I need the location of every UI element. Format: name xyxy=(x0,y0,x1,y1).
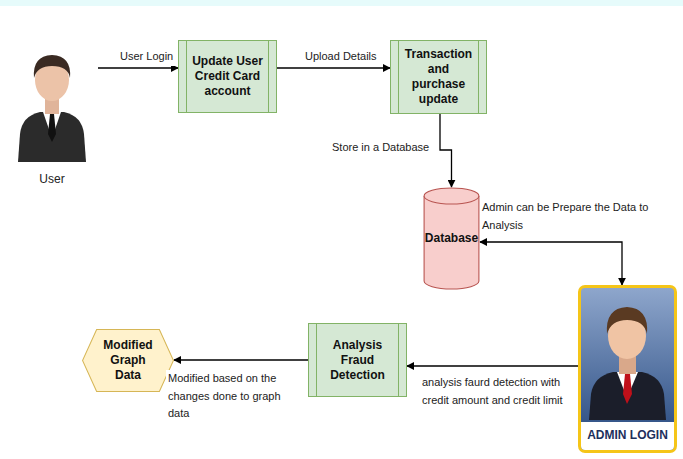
flow-arrow xyxy=(98,67,178,68)
edge-label: Modified based on the changes done to gr… xyxy=(166,370,306,423)
edge-label: analysis faurd detection with credit amo… xyxy=(420,374,576,409)
edge-label: Upload Details xyxy=(303,48,379,66)
edge-label: User Login xyxy=(118,48,175,66)
process-box: Analysis Fraud Detection xyxy=(308,323,407,397)
user-actor: User xyxy=(8,40,96,188)
flow-arrow xyxy=(480,242,622,285)
top-stripe xyxy=(0,0,683,6)
node-text: Update User Credit Card account xyxy=(179,54,276,99)
process-box: Transaction and purchase update xyxy=(390,40,487,114)
admin-icon xyxy=(581,290,674,420)
node-text: Analysis Fraud Detection xyxy=(309,338,406,383)
edge-label: Admin can be Prepare the Data to Analysi… xyxy=(480,199,679,234)
node-text: Transaction and purchase update xyxy=(391,47,486,107)
output-hexagon: Modified Graph Data xyxy=(82,329,174,392)
flow-arrow xyxy=(277,67,390,68)
flow-arrow xyxy=(174,359,308,360)
user-icon xyxy=(12,42,92,162)
edge-label: Store in a Database xyxy=(330,139,431,157)
process-box: Update User Credit Card account xyxy=(178,40,277,113)
node-text: ADMIN LOGIN xyxy=(581,422,674,450)
node-text: User xyxy=(8,172,96,186)
admin-login-panel: ADMIN LOGIN xyxy=(578,285,677,453)
node-text: Database xyxy=(425,231,478,246)
database-cylinder: Database xyxy=(423,187,480,290)
flow-arrow xyxy=(440,114,452,187)
flow-arrow xyxy=(407,365,578,366)
node-text: Modified Graph Data xyxy=(82,338,174,383)
